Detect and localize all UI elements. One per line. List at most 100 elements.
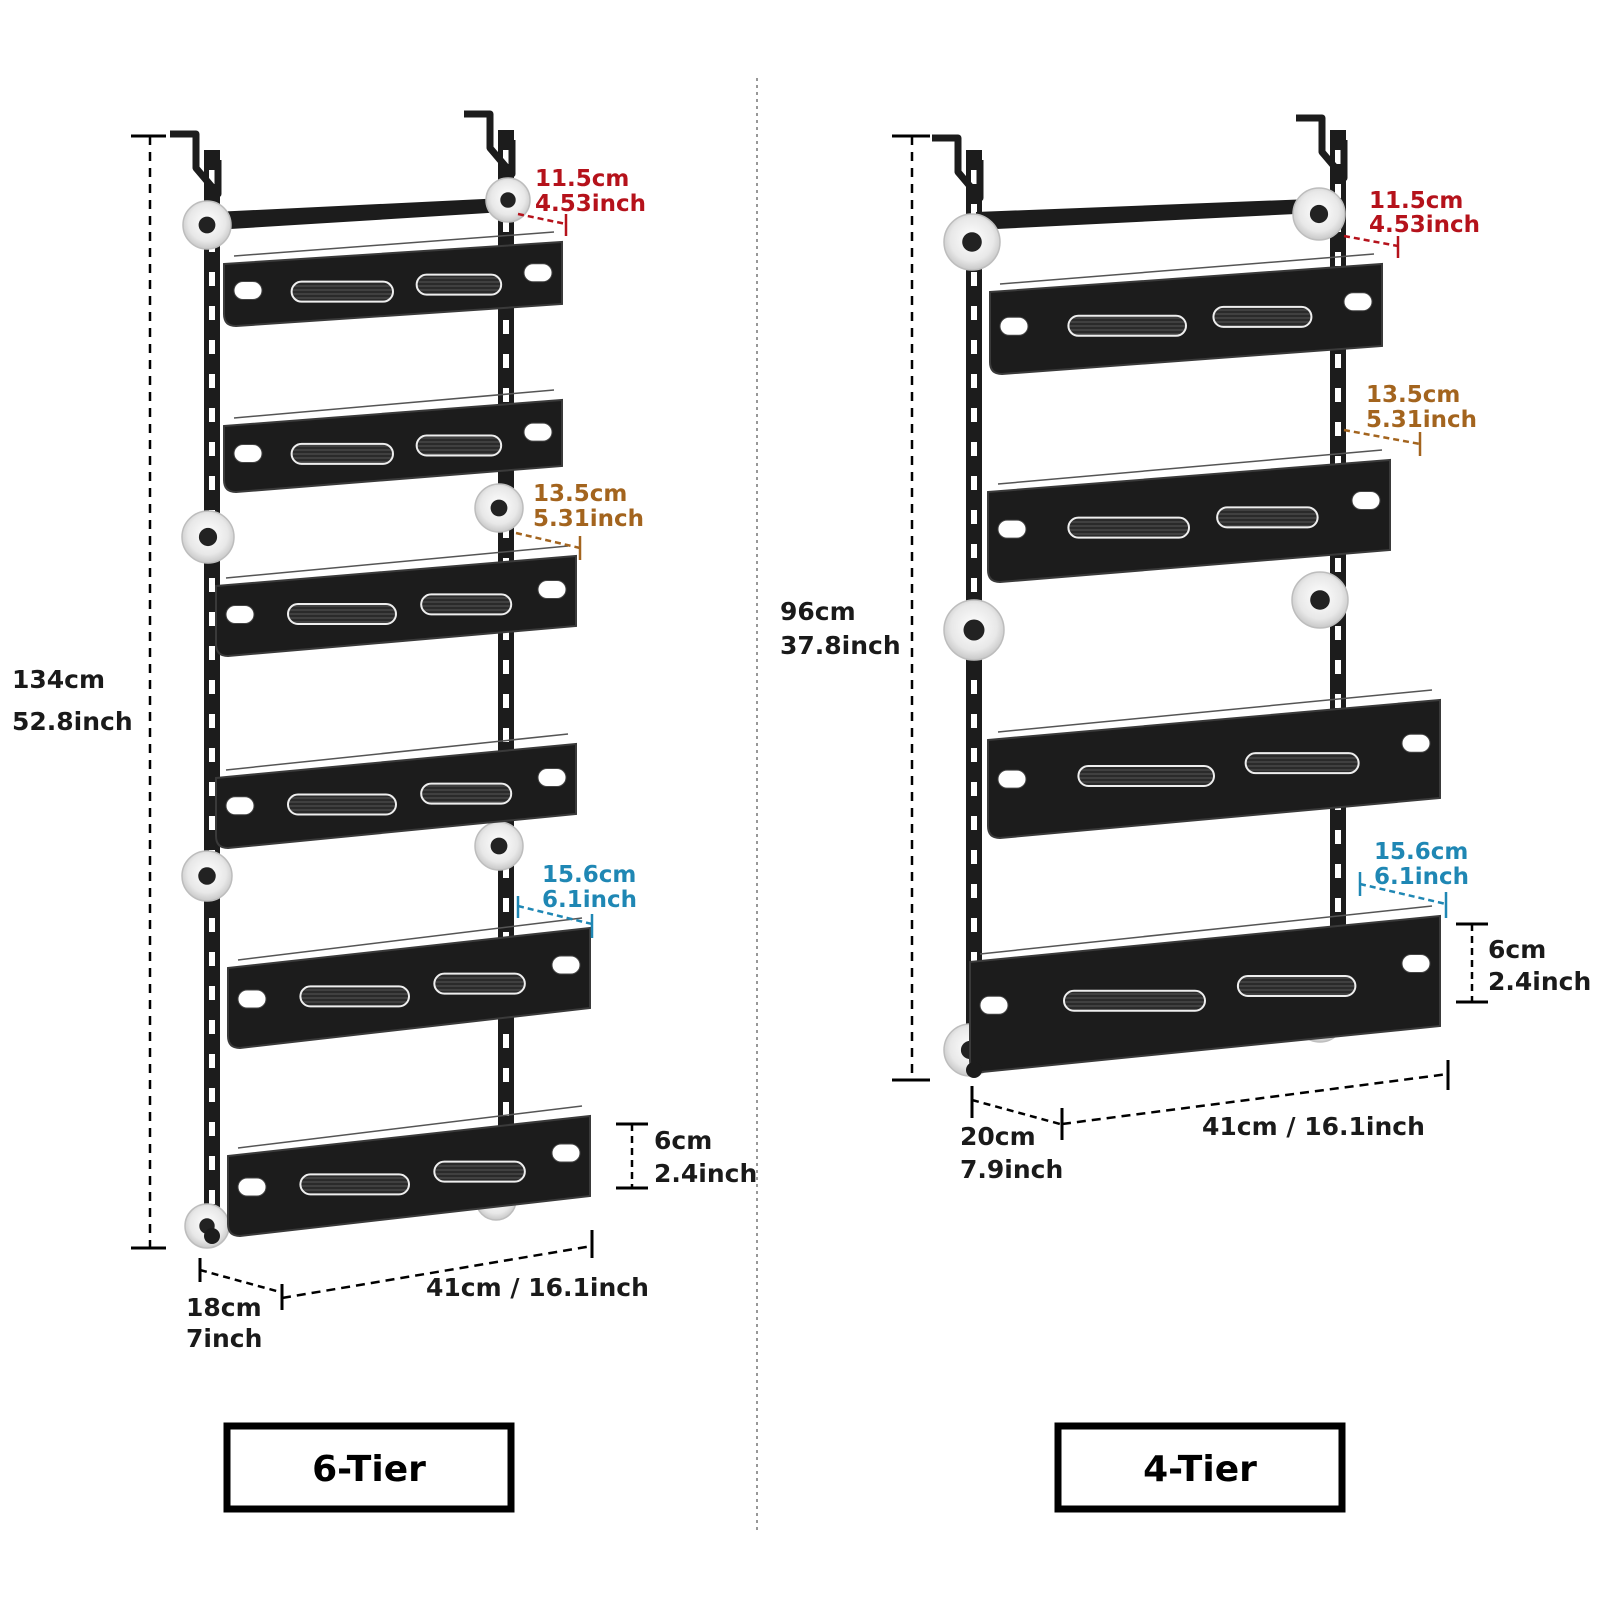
rail-slot bbox=[1335, 456, 1341, 470]
basket-handle-hole bbox=[237, 1177, 267, 1197]
rail-slot bbox=[1335, 184, 1341, 198]
rail-slot bbox=[971, 170, 977, 184]
basket bbox=[215, 554, 577, 658]
rail-slot bbox=[209, 986, 215, 1000]
rail-slot bbox=[209, 408, 215, 422]
basket-window bbox=[299, 985, 410, 1008]
top-bar bbox=[976, 198, 1336, 230]
top-bar bbox=[214, 198, 504, 230]
basket-handle-hole bbox=[997, 519, 1027, 539]
suction-cup-knob bbox=[198, 527, 218, 547]
rail-slot bbox=[1335, 422, 1341, 436]
rail-slot bbox=[971, 408, 977, 422]
four-tier-mid-spacing-in: 5.31inch bbox=[1366, 407, 1477, 433]
rail-slot bbox=[209, 578, 215, 592]
four-tier-mid-spacing: 13.5cm 5.31inch bbox=[1343, 382, 1477, 456]
six-tier-label: 6-Tier bbox=[312, 1449, 426, 1490]
basket-window bbox=[287, 793, 397, 816]
basket-rim bbox=[997, 449, 1383, 485]
rail-slot bbox=[209, 170, 215, 184]
door-hook bbox=[1296, 114, 1348, 182]
rail-slot bbox=[971, 510, 977, 524]
basket-window bbox=[433, 972, 526, 995]
six-tier-low-spacing-in: 6.1inch bbox=[542, 887, 637, 913]
rail-slot bbox=[209, 442, 215, 456]
suction-cup-knob bbox=[1309, 204, 1329, 224]
basket-handle-hole bbox=[1401, 954, 1431, 973]
basket-window bbox=[1067, 516, 1191, 539]
basket-window bbox=[287, 603, 397, 625]
rail-slot bbox=[1335, 660, 1341, 674]
rail-slot bbox=[971, 578, 977, 592]
four-tier-width: 41cm / 16.1inch bbox=[1202, 1112, 1425, 1141]
four-tier-width-depth: 41cm / 16.1inch 20cm 7.9inch bbox=[960, 1060, 1450, 1184]
basket-window bbox=[420, 782, 513, 805]
door-hook bbox=[170, 130, 222, 198]
four-tier-basket-height-cm: 6cm bbox=[1488, 935, 1546, 964]
rail-slot bbox=[209, 272, 215, 286]
basket-handle-hole bbox=[997, 769, 1027, 789]
six-tier-height-dimension: 134cm 52.8inch bbox=[12, 134, 166, 1250]
six-tier-label-box: 6-Tier bbox=[223, 1422, 515, 1513]
rail-slot bbox=[1335, 354, 1341, 368]
rail-slot bbox=[503, 660, 509, 674]
rail-slot bbox=[971, 306, 977, 320]
suction-cup-knob bbox=[198, 216, 216, 234]
rail-slot bbox=[209, 612, 215, 626]
basket-window bbox=[1216, 506, 1319, 529]
rail-slot bbox=[209, 748, 215, 762]
six-tier-top-spacing-cm: 11.5cm bbox=[535, 166, 629, 192]
rail-slot bbox=[971, 918, 977, 932]
basket-window bbox=[1063, 989, 1206, 1012]
basket-handle-hole bbox=[1343, 292, 1373, 312]
rail-slot bbox=[209, 680, 215, 694]
rail-slot bbox=[209, 816, 215, 830]
rail-slot bbox=[209, 340, 215, 354]
rail-slot bbox=[209, 918, 215, 932]
rail-slot bbox=[209, 1156, 215, 1170]
rail-slot bbox=[209, 782, 215, 796]
rail-slot bbox=[1335, 694, 1341, 708]
four-tier-height-cm: 96cm bbox=[780, 597, 856, 626]
basket bbox=[987, 458, 1391, 584]
basket-handle-hole bbox=[551, 955, 581, 975]
basket-rim bbox=[233, 389, 555, 419]
suction-cup-knob bbox=[490, 837, 508, 855]
rail-slot bbox=[209, 1122, 215, 1136]
rail-slot bbox=[971, 782, 977, 796]
six-tier-top-spacing-in: 4.53inch bbox=[535, 191, 646, 217]
six-tier-basket-height-cm: 6cm bbox=[654, 1126, 712, 1155]
basket-handle-hole bbox=[1351, 491, 1381, 510]
basket-window bbox=[415, 273, 503, 296]
rail-slot bbox=[209, 1054, 215, 1068]
basket bbox=[227, 926, 591, 1050]
four-tier-top-spacing-in: 4.53inch bbox=[1369, 212, 1480, 238]
six-tier-depth-in: 7inch bbox=[186, 1324, 262, 1353]
rail-slot bbox=[209, 1020, 215, 1034]
six-tier-rack bbox=[170, 110, 591, 1249]
six-tier-height-in: 52.8inch bbox=[12, 707, 133, 736]
basket bbox=[215, 742, 577, 850]
six-tier-width-depth: 41cm / 16.1inch 18cm 7inch bbox=[186, 1230, 649, 1353]
suction-cup-knob bbox=[1310, 590, 1330, 610]
rail-slot bbox=[971, 204, 977, 218]
rail-slot bbox=[971, 476, 977, 490]
six-tier-width: 41cm / 16.1inch bbox=[426, 1273, 649, 1302]
basket-rim bbox=[979, 905, 1433, 955]
basket-rim bbox=[225, 545, 569, 579]
four-tier-height-in: 37.8inch bbox=[780, 631, 901, 660]
rail-slot bbox=[971, 850, 977, 864]
basket-handle-hole bbox=[233, 281, 263, 300]
basket bbox=[223, 240, 563, 328]
six-tier-low-spacing: 15.6cm 6.1inch bbox=[516, 862, 637, 938]
basket bbox=[227, 1114, 591, 1238]
rail-slot bbox=[209, 952, 215, 966]
basket-window bbox=[1244, 752, 1360, 775]
basket bbox=[987, 698, 1441, 840]
rail-slot bbox=[1335, 252, 1341, 266]
basket-handle-hole bbox=[979, 995, 1009, 1015]
basket bbox=[989, 262, 1383, 376]
six-tier-basket-height-in: 2.4inch bbox=[654, 1159, 757, 1188]
door-hook bbox=[464, 110, 516, 178]
